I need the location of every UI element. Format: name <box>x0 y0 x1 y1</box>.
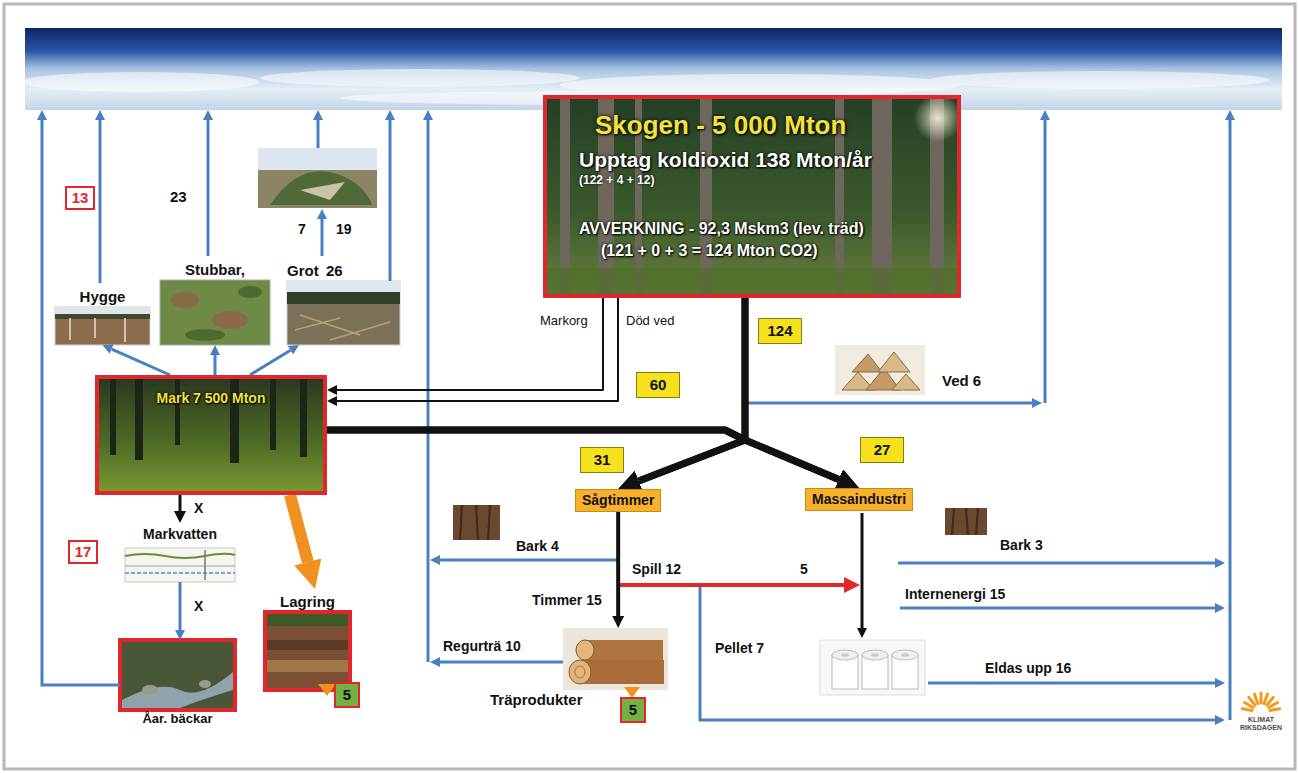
logo-text: KLIMAT RIKSDAGEN <box>1235 716 1287 732</box>
flow-label: Bark 4 <box>516 538 559 555</box>
node-text: Upptag koldioxid 138 Mton/år <box>579 147 872 173</box>
flow-arrow <box>337 298 603 390</box>
process-box: Massaindustri <box>805 488 913 511</box>
flow-label: Bark 3 <box>1000 537 1043 554</box>
flow-number: 124 <box>758 318 802 344</box>
flow-arrow <box>179 582 182 630</box>
flow-arrow <box>327 430 839 479</box>
node-text: 31 <box>594 451 611 469</box>
flow-label: Ved 6 <box>942 372 981 390</box>
photo-node: Lagring <box>265 592 350 690</box>
node-text: 27 <box>874 441 891 459</box>
node-text: 17 <box>75 543 92 561</box>
photo-area <box>160 280 270 345</box>
node-text: (121 + 0 + 3 = 124 Mton CO2) <box>601 240 818 262</box>
edge-label: Markorg <box>540 313 588 329</box>
flow-number: 60 <box>636 372 680 398</box>
flow-label: Regurträ 10 <box>443 638 521 655</box>
flow-label: 5 <box>800 561 808 578</box>
soil-box: Mark 7 500 Mton <box>95 375 327 495</box>
photo-heading: Lagring <box>265 592 350 612</box>
photo-heading: Hygge <box>55 287 150 307</box>
flow-label: 23 <box>170 188 187 206</box>
flow-arrow <box>250 350 290 375</box>
node-text: 5 <box>629 701 637 719</box>
photo-area <box>125 548 235 582</box>
storage-badge: 5 <box>620 697 646 723</box>
flow-arrow <box>214 355 217 375</box>
photo-node: Hygge <box>55 287 150 345</box>
flow-label: 7 <box>298 221 306 238</box>
photo-area <box>287 281 400 345</box>
node-text: 13 <box>72 189 89 207</box>
flow-arrow <box>290 495 308 562</box>
edge-label: X <box>194 598 203 615</box>
photo-node: Åar. bäckar <box>120 640 235 728</box>
flow-label: Pellet 7 <box>715 640 764 657</box>
callout-number: 17 <box>68 540 98 564</box>
flow-number: 27 <box>860 437 904 463</box>
photo-heading: Markvatten <box>125 525 235 543</box>
flow-label: 26 <box>326 261 343 281</box>
flow-arrow <box>337 298 618 401</box>
forest-box: Skogen - 5 000 MtonUpptag koldioxid 138 … <box>543 95 961 298</box>
process-box: Sågtimmer <box>575 489 661 512</box>
flow-number: 31 <box>580 447 624 473</box>
flow-label: Eldas upp 16 <box>985 660 1071 677</box>
flow-arrow <box>616 512 620 616</box>
flow-label: 19 <box>336 221 352 238</box>
node-text: 124 <box>767 322 792 340</box>
storage-badge: 5 <box>334 682 360 708</box>
node-text: AVVERKNING - 92,3 Mskm3 (lev. träd) <box>579 218 864 240</box>
node-text: 5 <box>343 686 351 704</box>
flow-arrow <box>745 298 839 479</box>
edge-label: Död ved <box>626 313 674 329</box>
flow-label: Internenergi 15 <box>905 586 1005 603</box>
photo-area <box>120 640 235 710</box>
flow-arrow <box>327 430 745 481</box>
flow-arrow <box>112 349 170 375</box>
photo-area <box>265 612 350 690</box>
node-text: Sågtimmer <box>582 492 654 509</box>
node-text: Skogen - 5 000 Mton <box>595 109 846 141</box>
edge-label: Timmer 15 <box>532 592 602 609</box>
flow-label: Spill 12 <box>632 561 681 578</box>
photo-area <box>55 307 150 345</box>
edge-label: X <box>194 500 203 517</box>
photo-heading: Åar. bäckar <box>120 710 235 728</box>
photo-heading: Stubbar, <box>160 260 270 280</box>
callout-number: 13 <box>65 186 95 210</box>
node-text: 60 <box>650 376 667 394</box>
node-text: (122 + 4 + 12) <box>579 173 654 188</box>
node-text: Mark 7 500 Mton <box>105 389 317 407</box>
photo-node: Markvatten <box>125 525 235 582</box>
photo-heading: Grot <box>287 261 400 281</box>
flow-arrow <box>179 495 182 511</box>
photo-node: Stubbar, <box>160 260 270 345</box>
photo-area <box>563 628 668 690</box>
node-text: Massaindustri <box>812 491 906 508</box>
photo-node: Grot <box>287 261 400 345</box>
